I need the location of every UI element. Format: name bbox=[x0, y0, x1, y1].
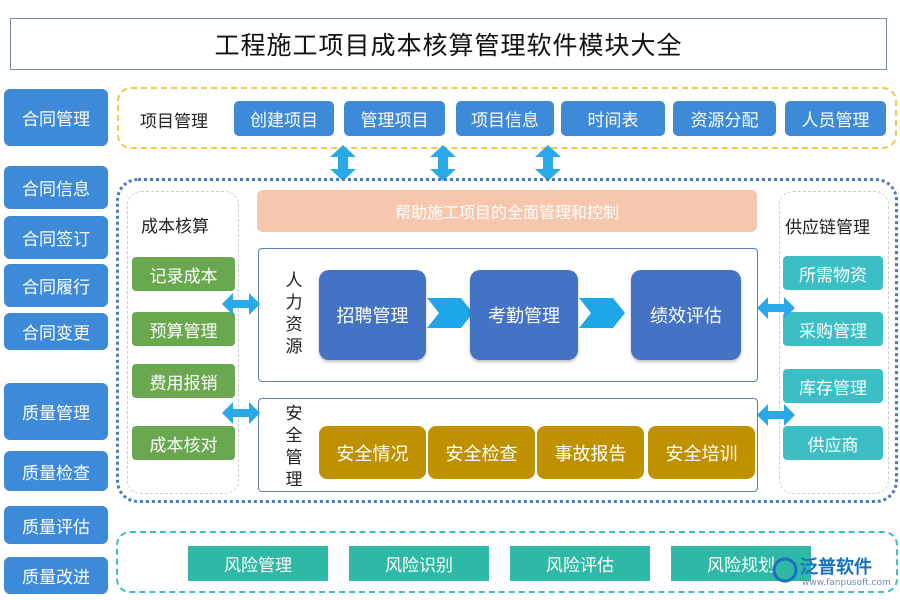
attendance-management-button[interactable]: 考勤管理 bbox=[470, 270, 578, 360]
watermark-name: 泛普软件 bbox=[800, 557, 872, 578]
horizontal-double-arrow-icon bbox=[222, 293, 260, 315]
fanpu-logo-icon bbox=[772, 557, 798, 583]
vertical-double-arrow-icon bbox=[535, 145, 561, 181]
manage-project-button[interactable]: 管理项目 bbox=[344, 101, 445, 136]
sidebar-item-quality-improvement[interactable]: 质量改进 bbox=[4, 557, 108, 594]
supplier-button[interactable]: 供应商 bbox=[783, 426, 883, 460]
goal-banner: 帮助施工项目的全面管理和控制 bbox=[257, 190, 757, 232]
chevron-right-icon bbox=[427, 298, 473, 328]
resource-allocation-button[interactable]: 资源分配 bbox=[673, 101, 776, 136]
chevron-right-icon bbox=[579, 298, 625, 328]
performance-evaluation-button[interactable]: 绩效评估 bbox=[631, 270, 741, 360]
risk-management-frame bbox=[116, 531, 898, 593]
sidebar-item-contract-signing[interactable]: 合同签订 bbox=[4, 216, 108, 259]
main-module-frame bbox=[116, 178, 898, 503]
expense-reimbursement-button[interactable]: 费用报销 bbox=[132, 364, 235, 398]
human-resources-label: 人力资源 bbox=[283, 270, 305, 358]
watermark-url: www.fanpusoft.com bbox=[802, 578, 891, 588]
safety-inspection-button[interactable]: 安全检查 bbox=[428, 426, 535, 479]
procurement-management-button[interactable]: 采购管理 bbox=[783, 312, 883, 346]
sidebar-item-contract-performance[interactable]: 合同履行 bbox=[4, 264, 108, 307]
vertical-double-arrow-icon bbox=[330, 145, 356, 181]
project-management-label: 项目管理 bbox=[140, 112, 208, 132]
horizontal-double-arrow-icon bbox=[222, 402, 260, 424]
vertical-double-arrow-icon bbox=[430, 145, 456, 181]
page-title: 工程施工项目成本核算管理软件模块大全 bbox=[10, 18, 887, 70]
risk-planning-button[interactable]: 风险规划 bbox=[671, 546, 811, 581]
sidebar-item-quality-evaluation[interactable]: 质量评估 bbox=[4, 506, 108, 544]
required-materials-button[interactable]: 所需物资 bbox=[783, 256, 883, 290]
sidebar-item-contract-change[interactable]: 合同变更 bbox=[4, 313, 108, 350]
horizontal-double-arrow-icon bbox=[757, 404, 795, 426]
supply-chain-title: 供应链管理 bbox=[785, 218, 870, 238]
sidebar-item-quality-management[interactable]: 质量管理 bbox=[4, 383, 108, 440]
safety-management-label-text: 安全管理 bbox=[285, 404, 303, 490]
horizontal-double-arrow-icon bbox=[757, 297, 795, 319]
record-cost-button[interactable]: 记录成本 bbox=[132, 257, 235, 291]
budget-management-button[interactable]: 预算管理 bbox=[132, 312, 235, 346]
safety-training-button[interactable]: 安全培训 bbox=[648, 426, 755, 479]
safety-status-button[interactable]: 安全情况 bbox=[319, 426, 426, 479]
risk-identification-button[interactable]: 风险识别 bbox=[349, 546, 489, 581]
cost-reconciliation-button[interactable]: 成本核对 bbox=[132, 426, 235, 460]
create-project-button[interactable]: 创建项目 bbox=[234, 101, 334, 136]
human-resources-label-text: 人力资源 bbox=[285, 271, 303, 357]
accident-report-button[interactable]: 事故报告 bbox=[537, 426, 644, 479]
sidebar-item-contract-info[interactable]: 合同信息 bbox=[4, 166, 108, 209]
inventory-management-button[interactable]: 库存管理 bbox=[783, 369, 883, 403]
risk-management-button[interactable]: 风险管理 bbox=[188, 546, 328, 581]
project-management-frame bbox=[117, 87, 897, 149]
safety-management-label: 安全管理 bbox=[283, 403, 305, 491]
personnel-management-button[interactable]: 人员管理 bbox=[785, 101, 886, 136]
risk-assessment-button[interactable]: 风险评估 bbox=[510, 546, 650, 581]
recruitment-management-button[interactable]: 招聘管理 bbox=[319, 270, 426, 360]
sidebar-item-contract-management[interactable]: 合同管理 bbox=[4, 89, 108, 146]
cost-accounting-title: 成本核算 bbox=[141, 217, 209, 237]
project-info-button[interactable]: 项目信息 bbox=[456, 101, 554, 136]
watermark-logo: 泛普软件 www.fanpusoft.com bbox=[770, 553, 898, 597]
schedule-button[interactable]: 时间表 bbox=[561, 101, 665, 136]
sidebar-item-quality-check[interactable]: 质量检查 bbox=[4, 451, 108, 491]
